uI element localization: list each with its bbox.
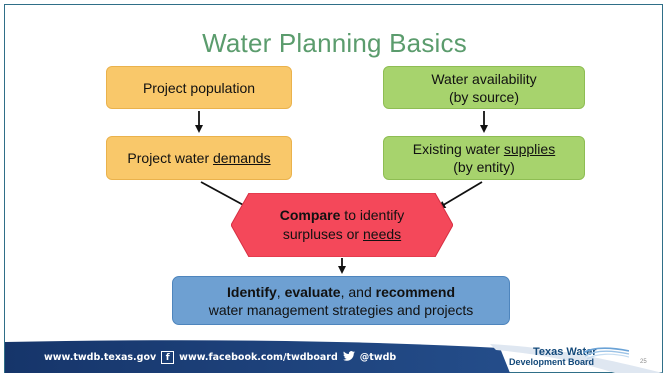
evaluate-bold: evaluate: [284, 283, 341, 300]
compare-line2: surpluses or needs: [283, 225, 401, 244]
identify-evaluate-recommend-box: Identify, evaluate, and recommend water …: [172, 276, 510, 325]
water-availability-line1: Water availability: [431, 70, 537, 87]
website-link[interactable]: www.twdb.texas.gov: [44, 352, 157, 363]
twitter-bird-icon[interactable]: [342, 351, 355, 364]
logo-line2: Development Board: [509, 357, 595, 367]
twdb-water-waves-icon: [583, 347, 629, 360]
compare-hexagon: [231, 193, 453, 257]
existing-water-supplies-box: Existing water supplies (by entity): [383, 136, 585, 180]
twitter-handle[interactable]: @twdb: [359, 352, 397, 363]
supplies-prefix: Existing water: [412, 141, 504, 157]
compare-bold: Compare: [279, 207, 341, 223]
slide-title: Water Planning Basics: [202, 28, 467, 58]
supplies-underlined: supplies: [503, 141, 556, 157]
project-population-box: Project population: [106, 66, 292, 109]
facebook-link[interactable]: www.facebook.com/twdboard: [179, 352, 338, 363]
final-sep2: , and: [340, 283, 376, 300]
needs-underlined: needs: [363, 226, 402, 242]
logo-line1: Texas Water: [533, 346, 597, 358]
final-line1: Identify, evaluate, and recommend: [227, 283, 455, 301]
existing-supplies-line2: (by entity): [453, 159, 515, 175]
existing-supplies-line1: Existing water supplies: [413, 140, 555, 158]
project-population-text: Project population: [142, 79, 256, 96]
compare-rest: to identify: [340, 207, 405, 223]
footer-links: www.twdb.texas.gov f www.facebook.com/tw…: [44, 351, 396, 364]
compare-text: Compare to identify surpluses or needs: [231, 193, 453, 257]
final-sep1: ,: [276, 283, 285, 300]
project-water-demands-text: Project water demands: [127, 149, 270, 167]
demands-underlined: demands: [213, 150, 271, 166]
identify-bold: Identify: [227, 283, 277, 300]
demands-prefix: Project water: [127, 150, 213, 166]
water-availability-line2: (by source): [448, 88, 520, 105]
twdb-logo: Texas Water Development Board: [509, 345, 629, 369]
compare-line2-prefix: surpluses or: [282, 226, 363, 242]
recommend-bold: recommend: [375, 283, 455, 300]
page-number: 25: [640, 359, 647, 365]
project-water-demands-box: Project water demands: [106, 136, 292, 180]
water-availability-box: Water availability (by source): [383, 66, 585, 109]
facebook-icon[interactable]: f: [161, 351, 175, 364]
compare-line1: Compare to identify: [280, 206, 405, 225]
final-line2: water management strategies and projects: [208, 301, 474, 318]
